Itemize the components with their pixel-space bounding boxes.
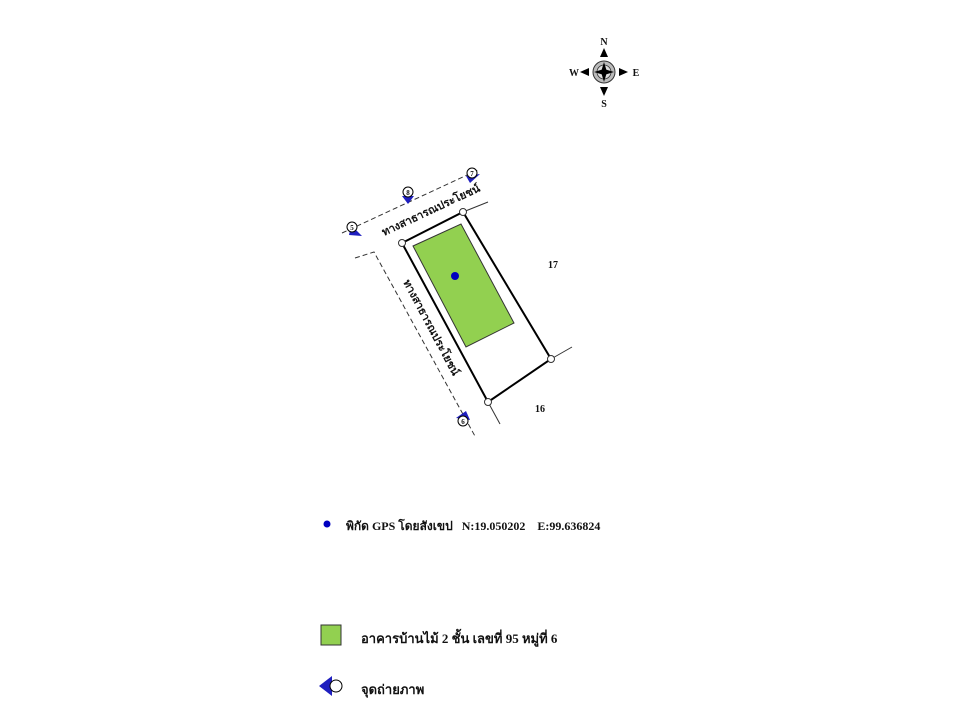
building-footprint: [412, 223, 515, 348]
gps-point: [451, 272, 459, 280]
legend-photo-label: จุดถ่ายภาพ: [361, 682, 425, 697]
road-left-dashed: [354, 251, 477, 439]
road-label-top: ทางสาธารณประโยชน์: [379, 181, 482, 239]
svg-text:5: 5: [350, 224, 354, 232]
photo-point-7: 7: [466, 167, 480, 183]
compass-w: W: [569, 68, 579, 79]
svg-text:6: 6: [461, 418, 465, 426]
compass-n: N: [600, 37, 608, 48]
compass-icon: N S W E: [569, 37, 640, 110]
legend-building-swatch: [320, 624, 342, 646]
compass-s: S: [601, 99, 607, 110]
legend-photo-point-icon: [319, 676, 343, 696]
photo-point-5: 5: [346, 221, 362, 236]
photo-point-6: 6: [456, 411, 470, 427]
svg-text:8: 8: [406, 189, 410, 197]
photo-point-8: 8: [402, 186, 414, 204]
svg-text:7: 7: [470, 170, 474, 178]
legend-gps-icon: [323, 520, 331, 528]
legend-building-label: อาคารบ้านไม้ 2 ชั้น เลขที่ 95 หมู่ที่ 6: [361, 631, 558, 646]
legend-gps-e: E:99.636824: [537, 519, 601, 533]
parcel-16: 16: [535, 404, 545, 415]
parcel-17: 17: [548, 260, 558, 271]
legend-gps-label: พิกัด GPS โดยสังเขป: [346, 519, 453, 533]
corner-markers: [398, 208, 555, 406]
compass-e: E: [633, 68, 640, 79]
road-top-dashed: [341, 169, 479, 234]
legend-gps: พิกัด GPS โดยสังเขป N:19.050202 E:99.636…: [346, 517, 600, 536]
legend-gps-n: N:19.050202: [461, 519, 526, 533]
